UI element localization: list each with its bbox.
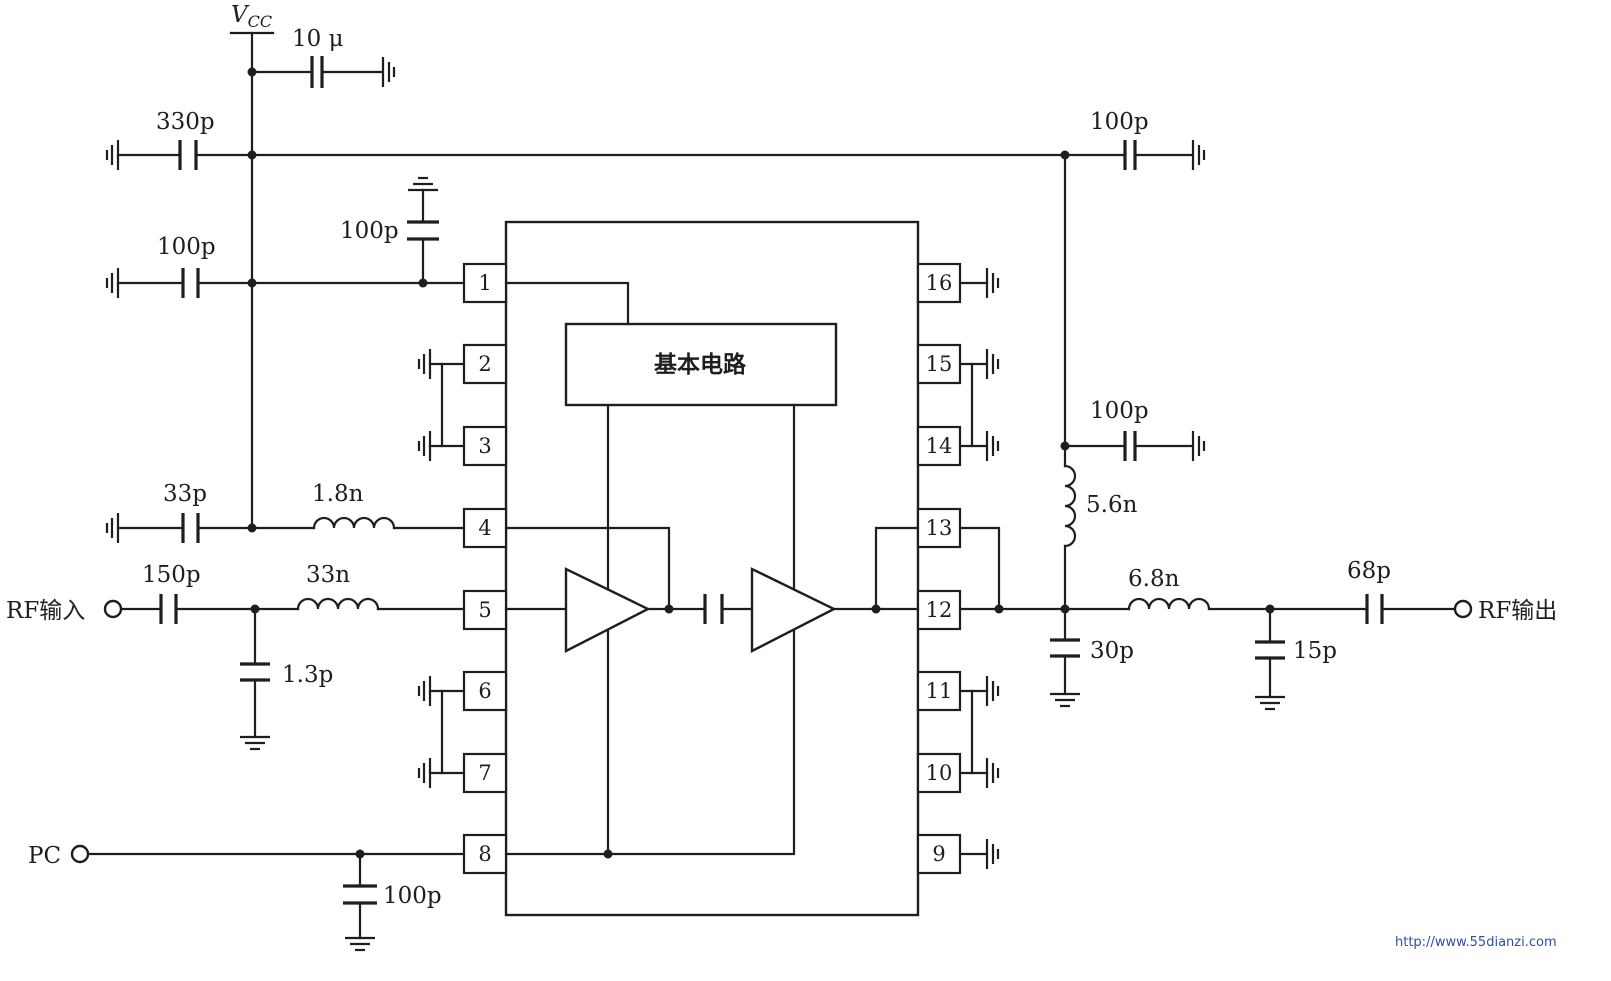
pc-terminal	[70, 844, 90, 864]
cap-1-3p-label: 1.3p	[282, 662, 333, 688]
pin-number: 13	[926, 516, 953, 540]
rf-input-terminal	[103, 599, 123, 619]
ground-icon	[381, 57, 396, 87]
rf-input-network	[119, 594, 466, 739]
pin-number: 11	[926, 679, 953, 703]
ground-icon	[1050, 692, 1080, 708]
cap-150p-label: 150p	[142, 562, 201, 588]
ground-icon	[985, 268, 1000, 298]
ground-icon	[417, 349, 432, 379]
cap-33p-label: 33p	[163, 481, 207, 507]
ground-icon	[1191, 431, 1206, 461]
pin-number: 15	[926, 352, 953, 376]
ground-icon	[345, 936, 375, 952]
pin-number: 10	[926, 761, 953, 785]
ground-icon	[105, 268, 120, 298]
amplifier-stage-2	[750, 567, 837, 653]
left-ground-pins	[428, 362, 466, 775]
pc-network	[86, 849, 466, 940]
cap-100p-left-label: 100p	[157, 234, 216, 260]
cap-30p-label: 30p	[1090, 638, 1134, 664]
pin-16-box	[916, 262, 962, 304]
rf-output-network	[958, 153, 1457, 699]
inductor-5-6n-label: 5.6n	[1086, 492, 1138, 518]
cap-15p-label: 15p	[1293, 638, 1337, 664]
pin-number: 1	[478, 271, 491, 295]
cap-68p-label: 68p	[1347, 558, 1391, 584]
pin-3-box	[462, 425, 508, 467]
pin-number: 3	[478, 434, 491, 458]
amplifier-stage-1	[564, 567, 651, 653]
right-ground-pins	[958, 281, 989, 856]
vcc-label: VCC	[231, 2, 272, 31]
ground-icon	[985, 839, 1000, 869]
pin-number: 6	[478, 679, 491, 703]
ground-icon	[240, 735, 270, 751]
pin-2-box	[462, 343, 508, 385]
pin-numbers: 1 2 3 4 5 6 7 8 16 15 14 13 12 11 10 9	[478, 271, 952, 866]
pin-number: 8	[478, 842, 491, 866]
ground-icon	[417, 676, 432, 706]
ground-icon	[985, 349, 1000, 379]
rf-input-label: RF输入	[6, 598, 85, 624]
pin-number: 5	[478, 598, 491, 622]
ground-icon	[408, 176, 438, 192]
ground-icon	[105, 513, 120, 543]
internal-wiring	[504, 281, 920, 856]
ground-icon	[417, 431, 432, 461]
top-bus	[116, 140, 1195, 170]
pin-number: 9	[932, 842, 945, 866]
rf-output-label: RF输出	[1478, 598, 1557, 624]
pin-number: 2	[478, 352, 491, 376]
basic-circuit-block	[564, 322, 838, 407]
inductor-33n-label: 33n	[306, 562, 350, 588]
inductor-6-8n-label: 6.8n	[1128, 566, 1180, 592]
pin-number: 12	[926, 598, 953, 622]
pin-10-box	[916, 752, 962, 794]
basic-circuit-label: 基本电路	[654, 351, 747, 378]
rf-output-terminal	[1453, 599, 1473, 619]
inductor-1-8n-label: 1.8n	[312, 481, 364, 507]
left-pin-boxes	[462, 262, 508, 875]
cap-100p-pin1-label: 100p	[340, 218, 399, 244]
watermark: http://www.55dianzi.com	[1395, 935, 1557, 950]
cap-100p-top-right-label: 100p	[1090, 109, 1149, 135]
pin-14-box	[916, 425, 962, 467]
pin-1-box	[462, 262, 508, 304]
cap-100p-pc-label: 100p	[383, 883, 442, 909]
pin-number: 14	[926, 434, 953, 458]
ground-icon	[985, 758, 1000, 788]
pin-number: 4	[478, 516, 491, 540]
pin4-network	[116, 513, 466, 543]
pin-number: 7	[478, 761, 491, 785]
pin-4-box	[462, 507, 508, 549]
pin-9-box	[916, 833, 962, 875]
ground-symbols	[105, 57, 1285, 952]
cap-330p-label: 330p	[156, 109, 215, 135]
pin1-bus	[116, 188, 466, 298]
cap-10u-label: 10 μ	[292, 26, 344, 52]
cap-100p-right-mid-label: 100p	[1090, 398, 1149, 424]
ground-icon	[1191, 140, 1206, 170]
pc-label: PC	[28, 843, 61, 869]
component-labels: VCC 10 μ 330p 100p 100p 100p 33p 1.8n 15…	[6, 2, 1557, 909]
ground-icon	[985, 676, 1000, 706]
ground-icon	[105, 140, 120, 170]
pin-number: 16	[926, 271, 953, 295]
ground-icon	[417, 758, 432, 788]
pin-6-box	[462, 670, 508, 712]
interstage-capacitor	[703, 594, 724, 624]
ground-icon	[1255, 695, 1285, 711]
ground-icon	[985, 431, 1000, 461]
